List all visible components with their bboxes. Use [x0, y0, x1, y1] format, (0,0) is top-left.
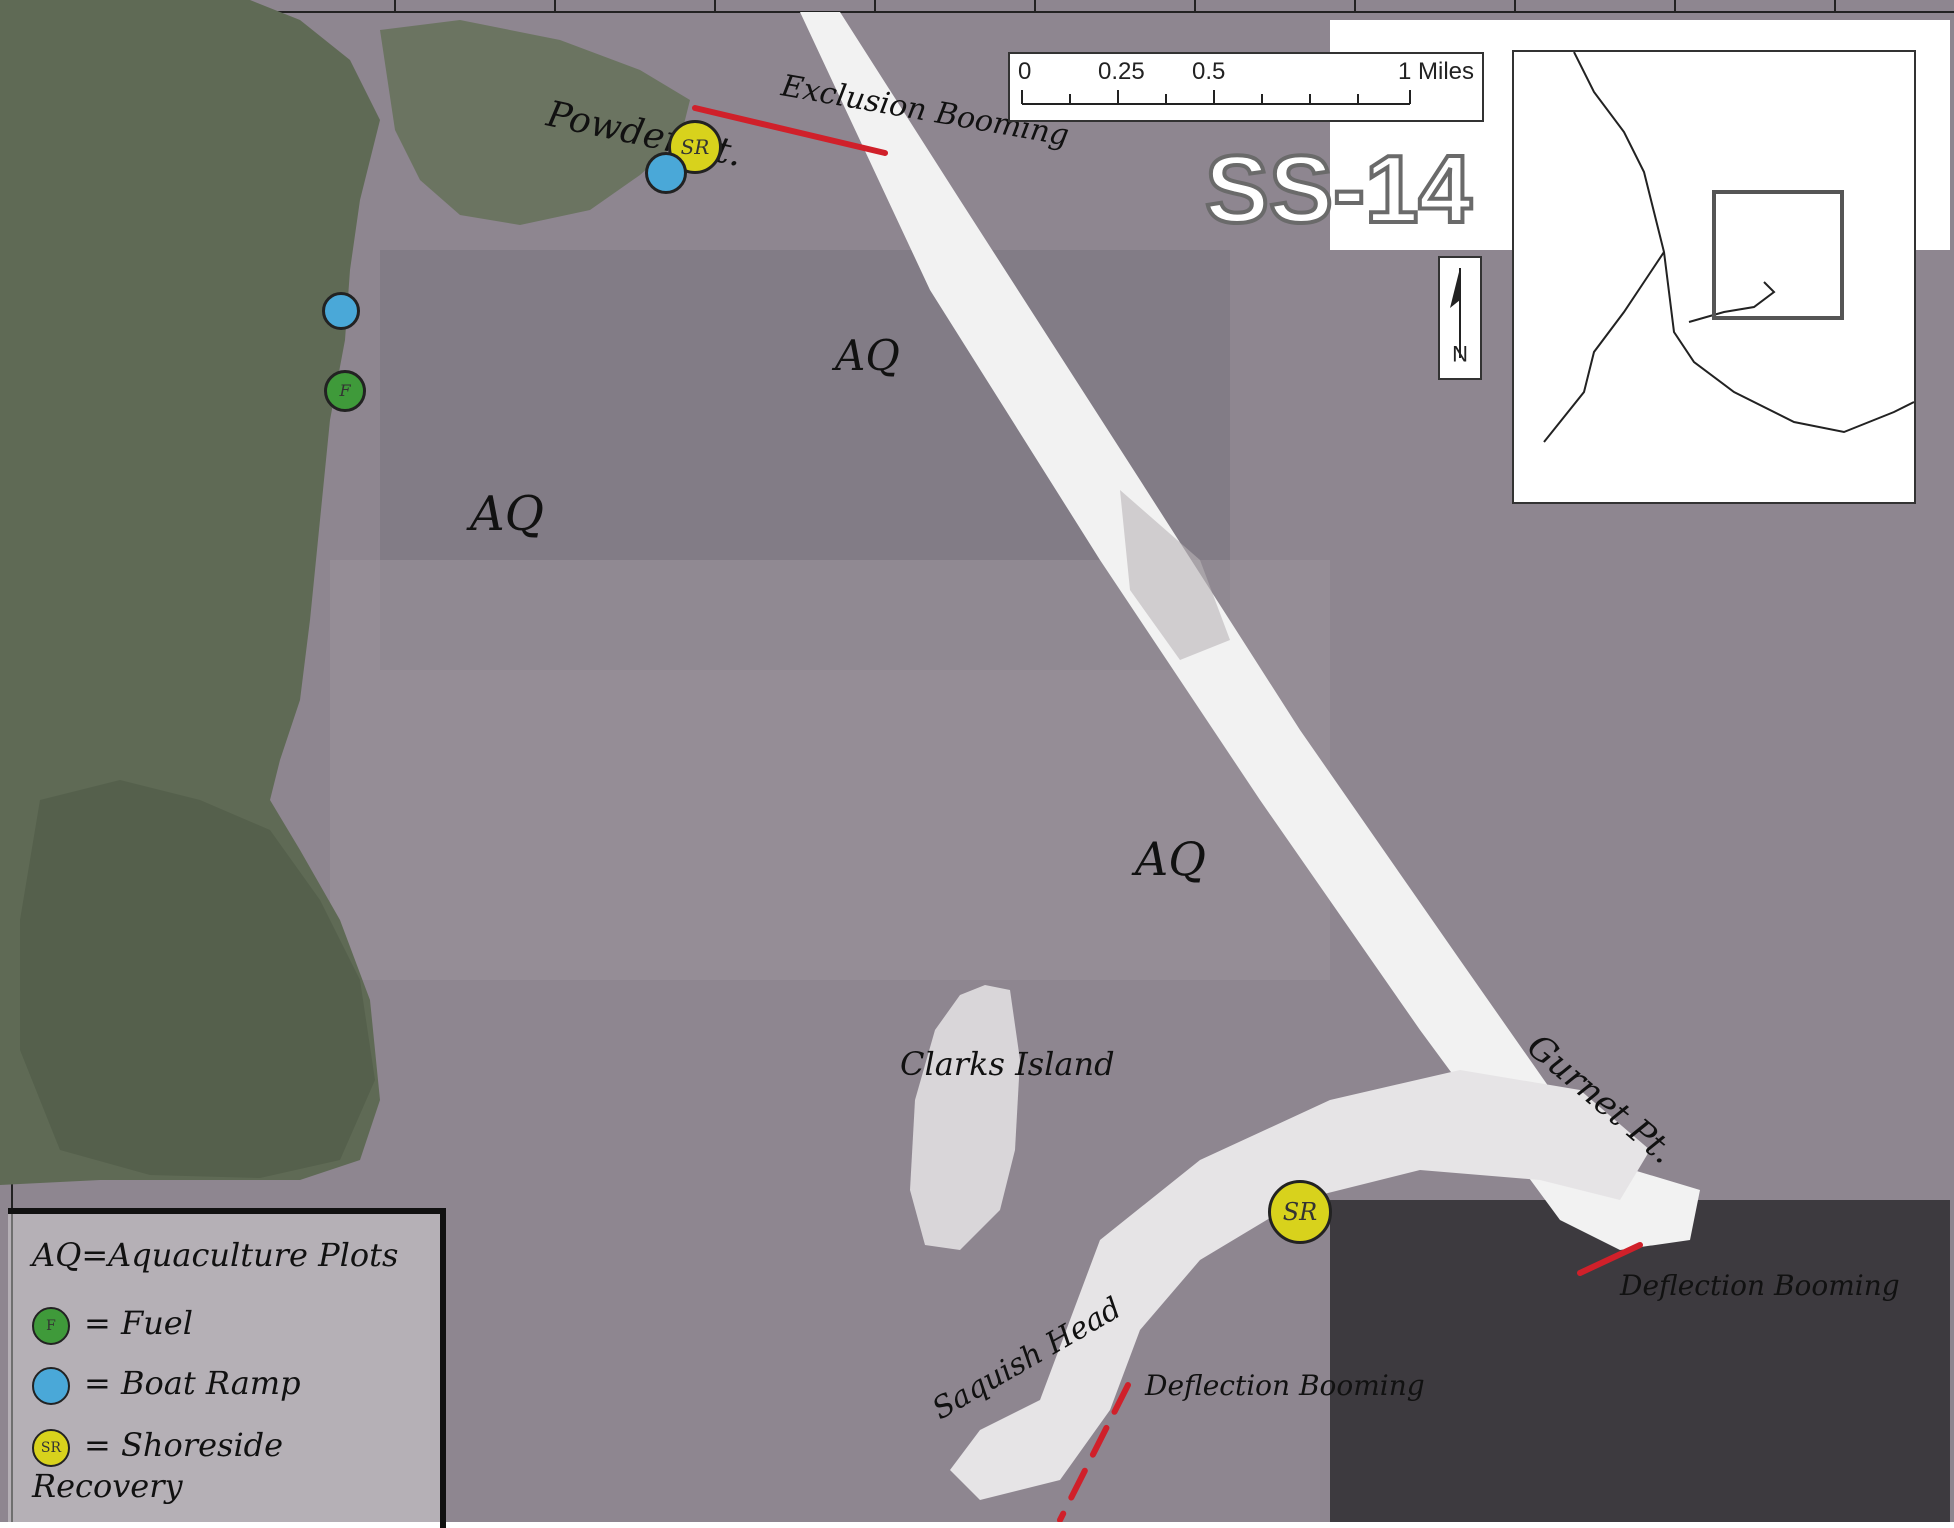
clarks-island-label: Clarks Island — [900, 1045, 1115, 1083]
aq-label-1: AQ — [831, 331, 900, 380]
shoreside-recovery-marker-top[interactable]: SR — [668, 120, 722, 174]
inset-extent-box — [1712, 190, 1844, 320]
scale-tick-05: 0.5 — [1192, 58, 1226, 85]
legend-ramp-label: = Boat Ramp — [84, 1364, 301, 1402]
aq-label-2: AQ — [466, 486, 544, 542]
scale-bar: 0 0.25 0.5 1 Miles — [1008, 52, 1484, 122]
legend-ramp-row: = Boat Ramp — [32, 1364, 301, 1405]
mainland-lower-lobe — [20, 780, 375, 1178]
beach-vegetation — [1120, 490, 1230, 660]
boat-ramp-marker-top[interactable] — [645, 152, 687, 194]
deflection-booming-label-2: Deflection Booming — [1144, 1369, 1425, 1402]
locator-inset-map — [1512, 50, 1916, 504]
exclusion-boom — [692, 105, 888, 156]
inset-coastline — [1543, 51, 1915, 443]
legend-fuel-row: F = Fuel — [32, 1304, 193, 1345]
shoreside-recovery-marker-bottom[interactable]: SR — [1268, 1180, 1332, 1244]
saquish-hook — [950, 1070, 1650, 1500]
scale-tick-025: 0.25 — [1098, 58, 1145, 85]
deflection-booming-label-1: Deflection Booming — [1619, 1269, 1900, 1302]
legend-shoreside-recovery-icon: SR — [32, 1428, 70, 1467]
north-arrow: N — [1438, 256, 1482, 380]
legend-fuel-label: = Fuel — [84, 1304, 193, 1342]
north-label: N — [1452, 341, 1468, 366]
boat-ramp-marker-left[interactable] — [322, 292, 360, 330]
map-legend: AQ=Aquaculture Plots F = Fuel = Boat Ramp… — [8, 1208, 446, 1528]
powder-point-land — [380, 20, 690, 225]
legend-fuel-icon: F — [32, 1306, 70, 1345]
scale-ruler — [1021, 90, 1411, 105]
clarks-island — [910, 985, 1020, 1250]
duxbury-beach — [800, 12, 1700, 1250]
deflection-boom-gurnet — [1577, 1242, 1643, 1276]
dark-water — [1330, 1200, 1950, 1522]
scale-tick-1: 1 Miles — [1398, 58, 1475, 85]
legend-sr-row: SR= Shoreside Recovery — [32, 1426, 440, 1505]
booming-lines — [692, 105, 1643, 1522]
legend-boat-ramp-icon — [32, 1366, 70, 1405]
map-title: SS-14 — [1203, 138, 1474, 242]
legend-aq: AQ=Aquaculture Plots — [32, 1236, 399, 1274]
scale-tick-0: 0 — [1018, 58, 1032, 85]
deflection-boom-saquish — [1057, 1382, 1131, 1522]
north-arrow-icon: N — [1450, 268, 1468, 366]
map-title-text: SS-14 — [1203, 136, 1474, 243]
legend-sr-label: = Shoreside Recovery — [32, 1426, 284, 1505]
aq-label-3: AQ — [1131, 832, 1206, 886]
fuel-marker-left[interactable]: F — [324, 370, 366, 412]
